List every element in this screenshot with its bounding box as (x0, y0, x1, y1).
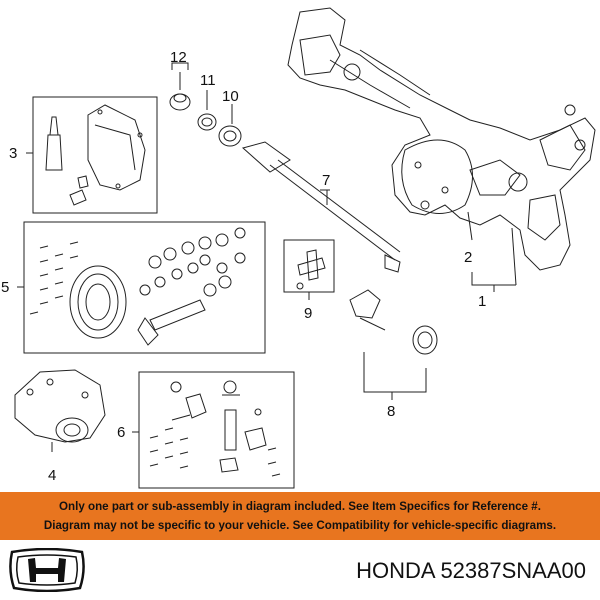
callout-6: 6 (117, 424, 125, 441)
part-11-shim-drawing (197, 90, 217, 131)
part-8-yoke-seal-drawing (349, 289, 438, 400)
brand-name: HONDA (356, 558, 435, 583)
callout-10: 10 (222, 88, 239, 105)
part-number: 52387SNAA00 (440, 558, 586, 583)
disclaimer-banner: Only one part or sub-assembly in diagram… (0, 492, 600, 540)
part-label: HONDA 52387SNAA00 (356, 558, 586, 584)
honda-h-logo-icon (9, 548, 85, 592)
disclaimer-line-1: Only one part or sub-assembly in diagram… (59, 500, 541, 513)
part-12-seal-drawing (169, 62, 191, 111)
callout-7: 7 (322, 172, 330, 189)
callout-9: 9 (304, 305, 312, 322)
callout-11: 11 (200, 72, 216, 89)
callout-12: 12 (170, 49, 187, 66)
part-3-cover-drawing (45, 104, 146, 206)
callout-8: 8 (387, 403, 395, 420)
disclaimer-line-2: Diagram may not be specific to your vehi… (43, 519, 557, 532)
part-9-ujoint-drawing (296, 249, 326, 290)
part-7-shaft-drawing (241, 141, 401, 273)
part-10-bearing-drawing (218, 104, 242, 147)
callout-5: 5 (1, 279, 9, 296)
part-6-diff-gears-drawing (149, 380, 281, 477)
callout-2: 2 (464, 249, 472, 266)
callout-4: 4 (48, 467, 56, 484)
callout-1: 1 (478, 293, 486, 310)
parts-diagram: 12 11 10 3 7 2 5 1 9 8 6 4 (1, 7, 596, 489)
axle-housing-drawing (287, 7, 596, 271)
part-5-ring-pinion-drawing (29, 227, 246, 346)
callout-3: 3 (9, 145, 17, 162)
part-4-diff-case-drawing (14, 369, 106, 452)
